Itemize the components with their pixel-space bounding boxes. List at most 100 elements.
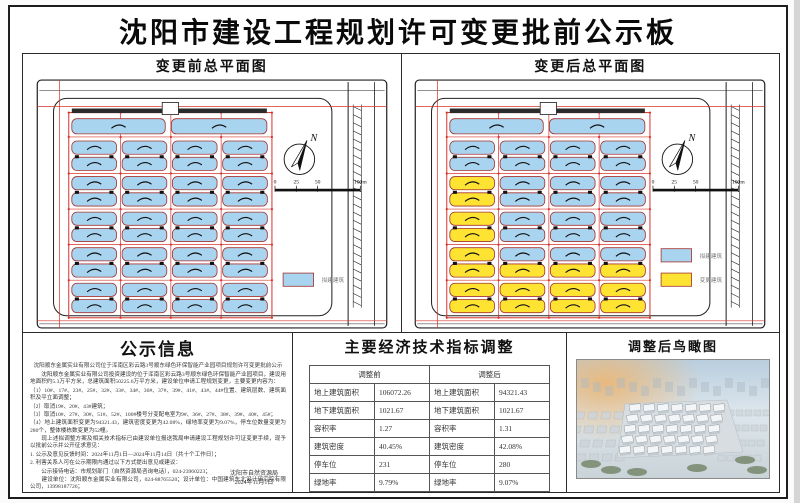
legend-label: 变更建筑 — [700, 276, 723, 284]
building — [171, 211, 218, 226]
notice-subtitle: 沈阳顺东金属实业有限公司位于浑南区彩云路3号顺东绿色环保智能产业园项目规划许可变… — [33, 363, 283, 369]
legend-swatch — [660, 272, 693, 287]
building — [550, 227, 596, 242]
building — [449, 263, 496, 278]
svg-text:50: 50 — [315, 180, 321, 186]
svg-text:0: 0 — [652, 180, 655, 186]
building — [449, 140, 496, 155]
notice-line: （4）地上建筑面积变更为94321.43，建筑密度变更为42.08%，绿地率变更… — [30, 420, 286, 434]
building — [600, 263, 647, 278]
indicator-label: 地下建筑面积 — [429, 401, 495, 420]
building — [71, 299, 117, 314]
svg-text:25: 25 — [672, 180, 678, 186]
building — [71, 282, 117, 297]
legend-swatch — [282, 272, 314, 287]
plan-title-after: 变更后总平面图 — [534, 60, 647, 75]
building — [121, 176, 167, 191]
legend-swatch — [660, 248, 693, 263]
indicator-label: 绿地率 — [429, 473, 495, 492]
notice-date: 2024年11月1日 — [234, 480, 274, 486]
svg-text:0: 0 — [273, 180, 276, 186]
indicator-value: 1.27 — [374, 419, 430, 438]
svg-text:50: 50 — [693, 180, 699, 186]
building — [600, 192, 647, 207]
red-planning-lines — [37, 80, 387, 328]
building — [600, 176, 647, 191]
legend-label: 拟建建筑 — [321, 276, 344, 284]
building — [499, 176, 546, 191]
buildings-layer — [71, 118, 268, 314]
building — [222, 227, 268, 242]
building — [600, 247, 647, 262]
building — [171, 299, 218, 314]
aerial-drawing — [562, 360, 771, 478]
indicator-label: 绿地率 — [309, 473, 375, 492]
building — [550, 192, 596, 207]
gatehouse — [540, 102, 558, 116]
building — [71, 211, 117, 226]
building — [222, 263, 268, 278]
building — [222, 247, 268, 262]
building — [121, 227, 167, 242]
building — [71, 140, 117, 155]
svg-text:25: 25 — [293, 180, 299, 186]
scale-bar: 0 25 50 100m — [652, 180, 746, 192]
building — [121, 263, 167, 278]
indicator-label: 停车位 — [429, 455, 495, 474]
building — [449, 192, 496, 207]
building — [550, 140, 596, 155]
building — [499, 227, 546, 242]
indicators-title: 主要经济技术指标调整 — [344, 340, 515, 356]
aerial-panel: 调整后鸟瞰图 — [562, 333, 779, 492]
building — [171, 227, 218, 242]
building — [449, 282, 496, 297]
building — [550, 211, 596, 226]
building — [71, 227, 117, 242]
hatched-strip — [352, 104, 362, 308]
building — [171, 140, 218, 155]
notice-signature-block: 沈阳市自然资源局 2024年11月1日 — [230, 470, 278, 488]
notice-line: 现上述拟调整方案及相关技术指标已由建设单位报送我局申请建设工程规划许可证变更手续… — [30, 436, 286, 450]
table-header-cell: 调整后 — [429, 365, 550, 384]
building — [600, 211, 647, 226]
building — [171, 192, 218, 207]
building — [499, 156, 546, 171]
indicator-value: 94321.43 — [494, 383, 550, 402]
building — [121, 247, 167, 262]
indicator-value: 40.45% — [374, 437, 430, 456]
notice-signature: 沈阳市自然资源局 — [229, 471, 278, 477]
notice-line: （3）取消10#、27#、30#、51#、52#、100#楼号分变配电室为9#、… — [30, 411, 277, 418]
building — [121, 282, 167, 297]
building — [222, 299, 268, 314]
notice-line: 2. 利害关系人可在公示期限内通过以下方式提出意见或建议： — [30, 460, 182, 467]
building — [71, 176, 117, 191]
red-planning-lines — [415, 80, 765, 328]
indicator-value: 9.07% — [494, 473, 550, 492]
svg-text:100m: 100m — [732, 180, 745, 186]
building — [499, 263, 546, 278]
buildings-layer — [449, 118, 647, 314]
indicator-label: 地上建筑面积 — [429, 383, 495, 402]
indicator-value: 280 — [494, 455, 550, 474]
indicator-label: 容积率 — [429, 419, 495, 438]
notice-line: 沈阳顺东金属实业有限公司投资建设的位于浑南区彩云路3号顺东绿色环保智能产业园项目… — [30, 372, 286, 386]
building — [449, 156, 496, 171]
page-title: 沈阳市建设工程规划许可变更批前公示板 — [118, 18, 677, 49]
building — [499, 247, 546, 262]
building — [222, 211, 268, 226]
notice-panel: 公示信息 沈阳顺东金属实业有限公司位于浑南区彩云路3号顺东绿色环保智能产业园项目… — [23, 333, 293, 492]
scan-edge — [794, 0, 800, 503]
indicator-label: 建筑密度 — [429, 437, 495, 456]
building — [600, 299, 647, 314]
